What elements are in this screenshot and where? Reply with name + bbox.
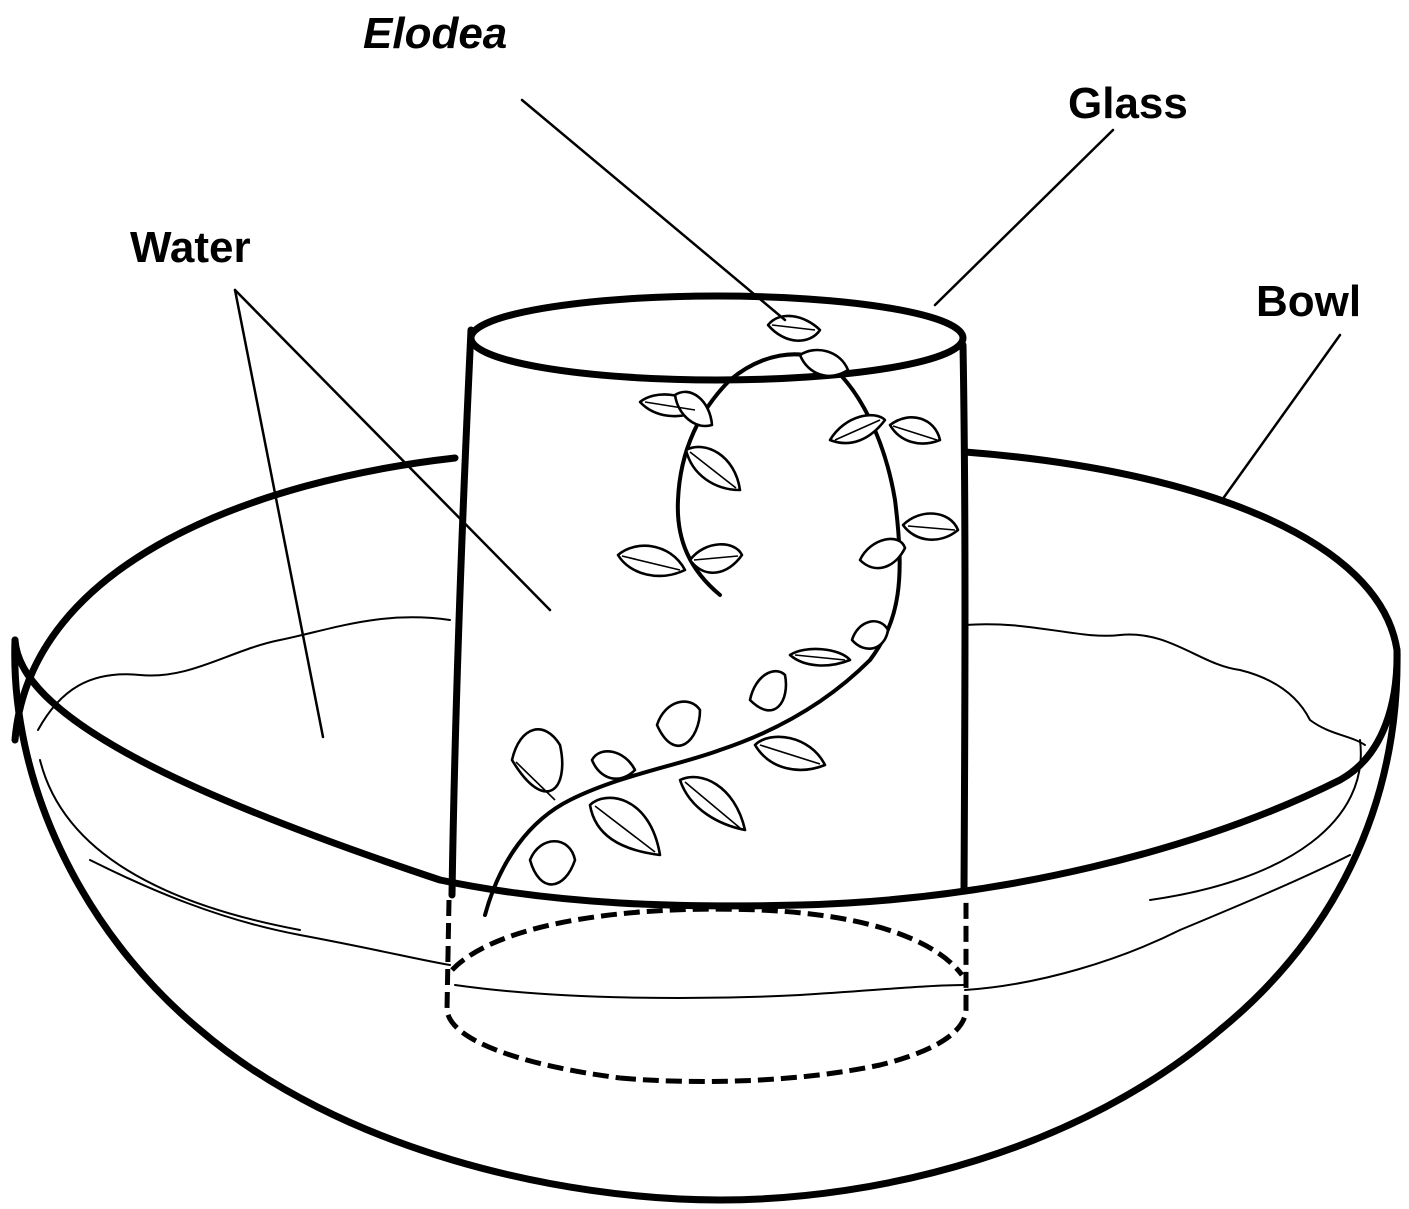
elodea-leaf (686, 447, 740, 490)
bowl-body (15, 640, 1397, 1200)
bowl-rim-back-right (965, 452, 1397, 650)
water-surface-front-left (90, 860, 450, 965)
water-surface-front-right (965, 855, 1350, 990)
leader-line-glass (935, 130, 1113, 305)
elodea-leaf (657, 702, 700, 746)
leader-line-elodea (522, 100, 785, 320)
bowl-rim-front (15, 640, 1397, 906)
elodea-leaf (530, 841, 575, 884)
glass-submerged-ellipse-back (452, 909, 962, 975)
water-label: Water (130, 226, 251, 270)
elodea-leaf (800, 350, 848, 376)
leader-line-bowl (1222, 335, 1340, 500)
bowl-label: Bowl (1256, 280, 1361, 324)
glass-right-wall (963, 345, 965, 890)
leader-line-water-right (235, 290, 550, 610)
elodea-leaf (675, 392, 712, 426)
glass-label: Glass (1068, 82, 1188, 126)
bowl-rim-back (15, 458, 455, 740)
leader-lines (235, 100, 1340, 737)
glass-submerged-bottom (620, 900, 966, 1082)
water-surface-mid (455, 985, 965, 998)
glass-top-ellipse (471, 296, 963, 380)
glass-left-wall (452, 330, 471, 895)
elodea-label: Elodea (363, 12, 507, 56)
elodea-leaf (618, 546, 685, 576)
elodea-leaf (590, 798, 660, 855)
elodea-leaf (750, 671, 786, 710)
elodea-leaf (890, 417, 940, 443)
water-surface-back-left (38, 617, 450, 730)
elodea-plant (485, 316, 958, 915)
leader-line-water-left (235, 290, 323, 737)
elodea-leaf (755, 737, 825, 770)
water-surface-back-right (965, 624, 1365, 745)
bowl-inner-rim-left (40, 760, 300, 930)
elodea-leaf (592, 751, 635, 778)
elodea-leaf (852, 621, 888, 648)
